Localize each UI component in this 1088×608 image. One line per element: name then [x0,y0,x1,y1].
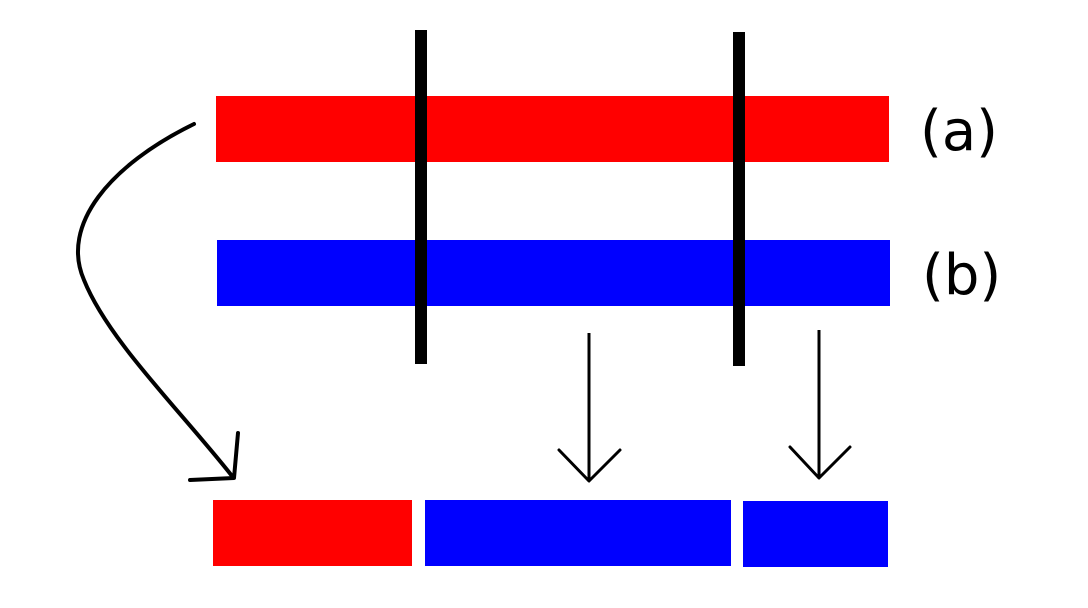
label-b: (b) [922,243,1001,308]
down-arrow-1-head-icon [557,448,622,483]
label-a: (a) [920,99,998,164]
down-arrow-2-head-icon [788,445,852,480]
parent-a-bar [216,96,889,162]
offspring-segment-2 [425,500,731,566]
curved-arrow-head-icon [188,431,240,482]
offspring-segment-1 [213,500,412,566]
offspring-segment-3 [743,501,888,567]
curved-arrow [76,122,234,478]
parent-b-bar [217,240,890,306]
